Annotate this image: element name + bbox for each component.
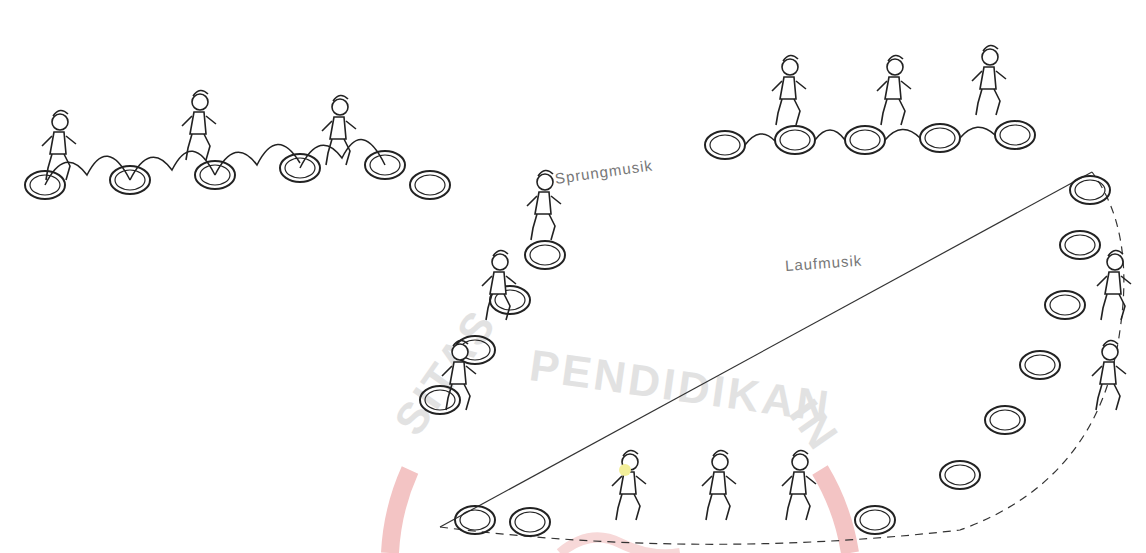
runner-figure (612, 450, 646, 520)
watermark-shape (560, 537, 680, 553)
watermark-text: PENDIDIKAN (527, 340, 835, 432)
runner-figure (782, 450, 816, 520)
hoop-row (25, 140, 450, 199)
watermark-ring (390, 470, 410, 553)
runner-figure (702, 450, 736, 520)
child-figure (972, 45, 1006, 115)
hoop-row (705, 121, 1035, 159)
zone-label: Laufmusik (784, 252, 862, 274)
run-track (440, 172, 1124, 544)
runner-figure (1092, 340, 1126, 410)
divider-line (440, 172, 1092, 527)
child-figure (772, 55, 806, 125)
hoop-lane (455, 176, 1110, 536)
hoop-column (420, 241, 565, 414)
child-figure (877, 55, 911, 125)
child-figure (42, 110, 76, 180)
child-figure (322, 95, 356, 165)
child-figure (182, 90, 216, 160)
child-figure (482, 250, 516, 320)
zone-label: Sprungmusik (554, 156, 654, 187)
watermark-dot (619, 464, 631, 476)
child-figure (442, 340, 476, 410)
runner-figure (1097, 250, 1131, 320)
